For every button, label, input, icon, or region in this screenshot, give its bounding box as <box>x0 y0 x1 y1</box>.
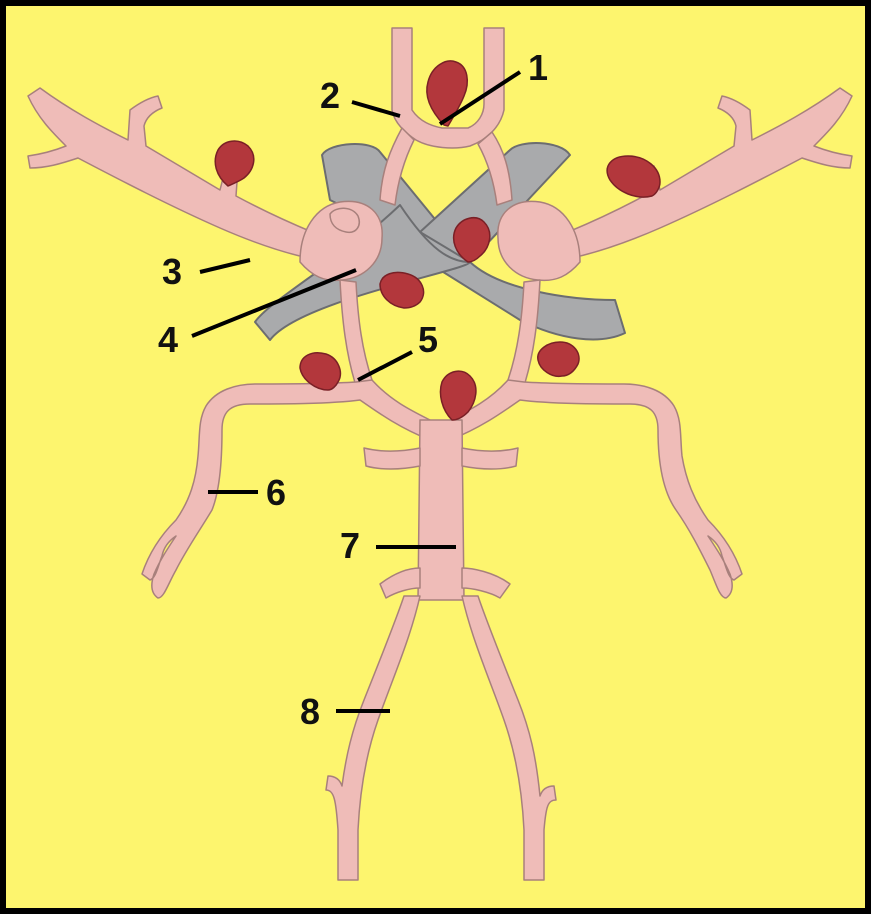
label-8: 8 <box>300 691 320 732</box>
label-4: 4 <box>158 319 178 360</box>
label-6: 6 <box>266 472 286 513</box>
label-7: 7 <box>340 525 360 566</box>
label-2: 2 <box>320 75 340 116</box>
label-3: 3 <box>162 251 182 292</box>
label-1: 1 <box>528 47 548 88</box>
label-5: 5 <box>418 319 438 360</box>
